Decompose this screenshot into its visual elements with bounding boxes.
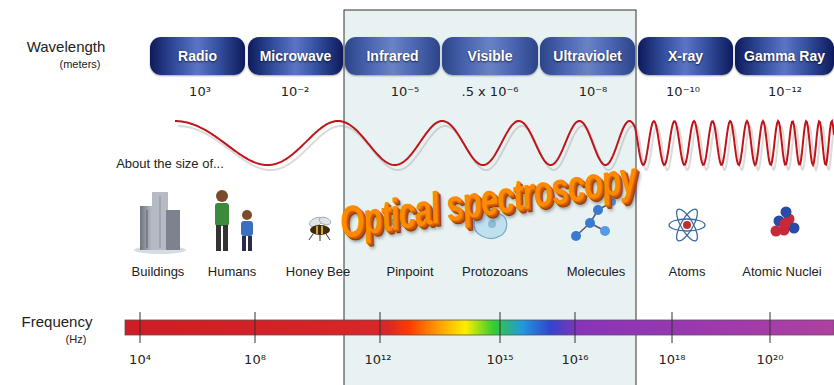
wavelength-value: 10³: [189, 85, 211, 100]
band-name: X-ray: [668, 48, 703, 64]
wavelength-value: 10⁻⁸: [579, 85, 608, 100]
wavelength-value: .5 x 10⁻⁶: [462, 85, 519, 100]
frequency-value: 10¹⁵: [487, 353, 514, 368]
wavelength-value: 10⁻²: [281, 85, 310, 100]
axis-unit: (Hz): [66, 333, 87, 346]
humans-icon: [215, 190, 253, 251]
bee-icon: [308, 215, 332, 241]
axis-title: Wavelength: [27, 38, 106, 55]
frequency-ticks: [140, 312, 770, 343]
watermark: Optical spectroscopy: [336, 152, 639, 249]
object-name: Protozoans: [462, 265, 528, 280]
object-name: Honey Bee: [286, 265, 350, 280]
frequency-value: 10⁸: [244, 353, 266, 368]
object-name: Pinpoint: [387, 265, 434, 280]
band-name: Gamma Ray: [744, 48, 825, 64]
axis-title: Frequency: [22, 313, 93, 330]
size-heading: About the size of...: [114, 157, 226, 172]
band-pill: Microwave: [248, 37, 343, 75]
frequency-bar: [125, 320, 834, 335]
band-name: Microwave: [260, 48, 332, 64]
frequency-value: 10¹⁶: [562, 353, 589, 368]
wave: [175, 121, 834, 165]
band-pill: Visible: [442, 37, 538, 75]
axis-unit: (meters): [60, 58, 101, 71]
band-pill: Gamma Ray: [735, 37, 834, 75]
band-name: Infrared: [366, 48, 418, 64]
atom-icon: [669, 206, 705, 243]
object-name: Molecules: [567, 265, 626, 280]
band-name: Visible: [468, 48, 513, 64]
wavelength-value: 10⁻¹⁰: [666, 85, 700, 100]
nucleus-icon: [771, 207, 800, 237]
band-pill: Infrared: [345, 37, 440, 75]
band-pill: X-ray: [638, 37, 733, 75]
wavelength-value: 10⁻⁵: [391, 85, 420, 100]
band-pill: Radio: [150, 37, 245, 75]
buildings-icon: [134, 192, 186, 254]
frequency-value: 10⁴: [129, 353, 151, 368]
frequency-value: 10¹⁸: [659, 353, 686, 368]
band-name: Ultraviolet: [553, 48, 621, 64]
object-name: Buildings: [132, 265, 185, 280]
band-pill: Ultraviolet: [540, 37, 635, 75]
object-name: Atomic Nuclei: [742, 265, 821, 280]
frequency-value: 10²⁰: [757, 353, 784, 368]
object-name: Atoms: [669, 265, 706, 280]
frequency-value: 10¹²: [365, 353, 392, 368]
band-name: Radio: [178, 48, 217, 64]
wavelength-value: 10⁻¹²: [768, 85, 802, 100]
object-name: Humans: [208, 265, 256, 280]
